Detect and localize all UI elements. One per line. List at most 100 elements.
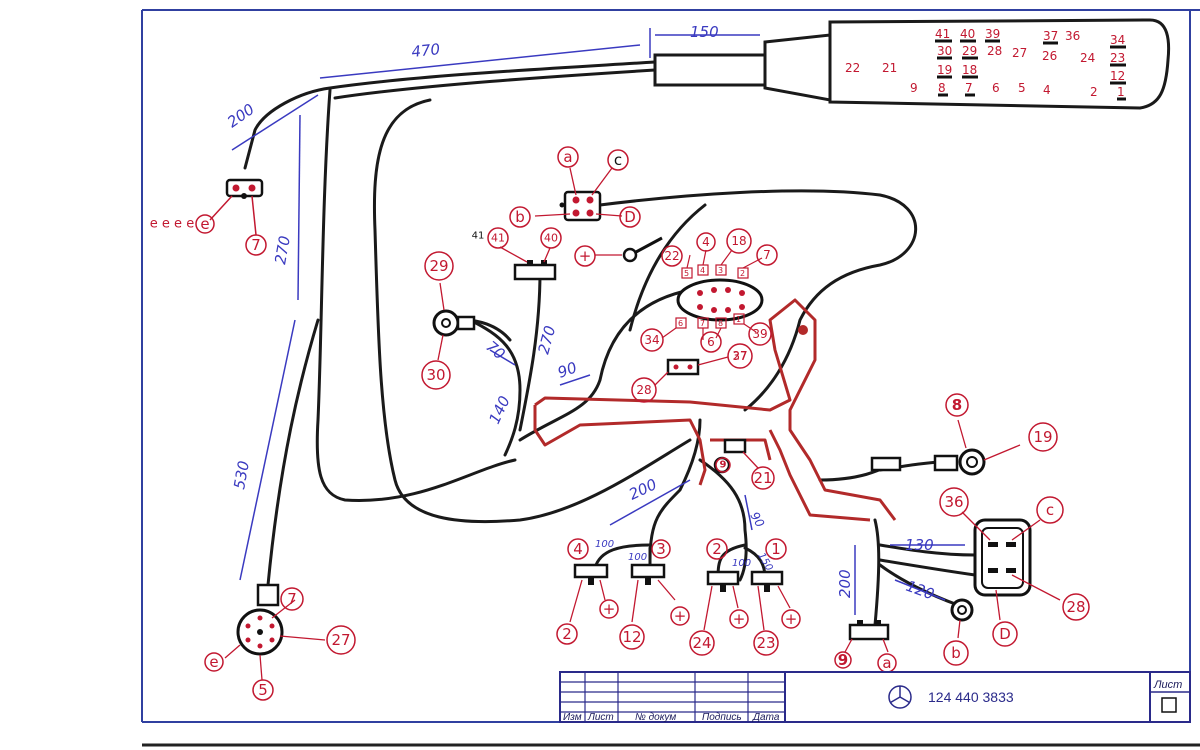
- dim-130: 130: [905, 536, 934, 554]
- switches-1-4: [569, 563, 791, 631]
- label-c: c: [614, 151, 622, 169]
- wire-inner-loop: [372, 98, 692, 524]
- tb-docnum: № докум: [635, 712, 676, 723]
- label-b: b: [515, 208, 525, 226]
- label-plus-1: +: [603, 600, 616, 618]
- pin-41: 41: [935, 27, 950, 41]
- left-connector: [209, 178, 264, 236]
- wire-left-loop: [315, 88, 517, 502]
- dim-150: 150: [690, 23, 719, 41]
- label-5-bottom-left: 5: [258, 681, 268, 699]
- label-9-right: 9: [838, 651, 848, 669]
- pin-numbers: 41 40 39 37 36 34 30 29 28 27 26 24 23 2…: [845, 27, 1125, 99]
- pin-40: 40: [960, 27, 975, 41]
- tb-signature: Подпись: [702, 712, 742, 723]
- label-e-left: e: [200, 215, 209, 233]
- pin-22: 22: [845, 61, 860, 75]
- connector-28-37: [654, 356, 729, 386]
- label-8-top: 8: [952, 396, 962, 414]
- label-4: 4: [702, 235, 710, 249]
- component-36-c-28-d: [950, 511, 1061, 639]
- pin-5: 5: [1018, 81, 1026, 95]
- pin-18: 18: [962, 63, 977, 77]
- pin-23: 23: [1110, 51, 1125, 65]
- label-21: 21: [753, 469, 772, 487]
- label-eeee: e e e e: [150, 217, 194, 232]
- label-34: 34: [644, 333, 659, 347]
- label-41-black: 41: [472, 231, 485, 242]
- pin-7: 7: [965, 81, 973, 95]
- pin-box-7: 7: [700, 319, 705, 328]
- dim-100-b: 100: [628, 552, 647, 563]
- label-7: 7: [763, 248, 771, 262]
- label-39: 39: [752, 327, 767, 341]
- pin-27: 27: [1012, 46, 1027, 60]
- pin-box-2: 2: [740, 269, 745, 278]
- label-a-right: a: [882, 654, 891, 672]
- label-e-bottom-left: e: [209, 653, 218, 671]
- label-circles: [195, 146, 1090, 701]
- label-28: 28: [636, 383, 651, 397]
- pin-36: 36: [1065, 29, 1080, 43]
- label-22: 22: [664, 249, 679, 263]
- label-40: 40: [544, 232, 558, 245]
- label-36: 36: [944, 493, 963, 511]
- pin-29: 29: [962, 44, 977, 58]
- label-18: 18: [731, 234, 746, 248]
- label-switch-4: 4: [573, 540, 583, 558]
- label-b-right: b: [951, 644, 961, 662]
- pin-box-8: 8: [718, 319, 723, 328]
- label-29: 29: [429, 257, 448, 275]
- pin-box-6: 6: [678, 319, 683, 328]
- pin-box-4: 4: [700, 266, 705, 275]
- label-plus-2: +: [674, 607, 687, 625]
- pin-box-5: 5: [684, 269, 689, 278]
- pin-4: 4: [1043, 83, 1051, 97]
- pin-39: 39: [985, 27, 1000, 41]
- wire-to-bottom-connector: [266, 318, 320, 587]
- label-c-right: c: [1046, 501, 1054, 519]
- component-9-a: [844, 620, 890, 653]
- dim-200-right: 200: [836, 569, 854, 598]
- dim-90-mid: 90: [555, 358, 579, 381]
- dim-100-c: 100: [732, 558, 751, 569]
- sensor-8-19: [870, 419, 1021, 476]
- relay-40-41: [499, 246, 557, 281]
- label-27-bottom-left: 27: [331, 631, 350, 649]
- pin-37: 37: [1043, 29, 1058, 43]
- pin-2: 2: [1090, 85, 1098, 99]
- oval-8pin-connector: 5 4 3 2 6 7 8 1: [661, 249, 764, 340]
- component-labels: e 7 e e e e a c b D + 41 41 40 29 30 22 …: [150, 148, 771, 384]
- label-plus: +: [579, 247, 592, 265]
- pin-9: 9: [910, 81, 918, 95]
- dim-470: 470: [411, 40, 441, 61]
- title-block: Изм Лист № докум Подпись Дата Лист 124 4…: [559, 671, 1191, 723]
- pin-30: 30: [937, 44, 952, 58]
- label-bottom-2: 2: [562, 625, 572, 643]
- main-connector: 41 40 39 37 36 34 30 29 28 27 26 24 23 2…: [653, 18, 1171, 110]
- dimension-lines: [231, 28, 965, 615]
- wire-right-arc: [598, 189, 918, 412]
- part-number: 124 440 3833: [928, 689, 1014, 705]
- label-a: a: [563, 148, 572, 166]
- round-connector-bottom-left: [224, 583, 326, 681]
- dim-530: 530: [230, 459, 253, 490]
- label-plus-3: +: [733, 610, 746, 628]
- label-switch-3: 3: [656, 540, 666, 558]
- pin-6: 6: [992, 81, 1000, 95]
- sensor-29-30: [432, 282, 476, 361]
- label-30: 30: [426, 366, 445, 384]
- pin-12: 12: [1110, 69, 1125, 83]
- component-labels-lower: 37 28 8 19 9 21 4 3 2 1 + + + + 2 12 24 …: [209, 349, 1085, 699]
- label-19: 19: [1033, 428, 1052, 446]
- pin-34: 34: [1110, 33, 1125, 47]
- dim-100-a: 100: [595, 539, 614, 550]
- pin-28: 28: [987, 44, 1002, 58]
- label-6: 6: [707, 335, 715, 349]
- pin-8: 8: [938, 81, 946, 95]
- tb-date: Дата: [752, 712, 780, 723]
- label-7-left: 7: [251, 236, 261, 254]
- dim-140: 140: [485, 393, 513, 427]
- label-41: 41: [491, 232, 505, 245]
